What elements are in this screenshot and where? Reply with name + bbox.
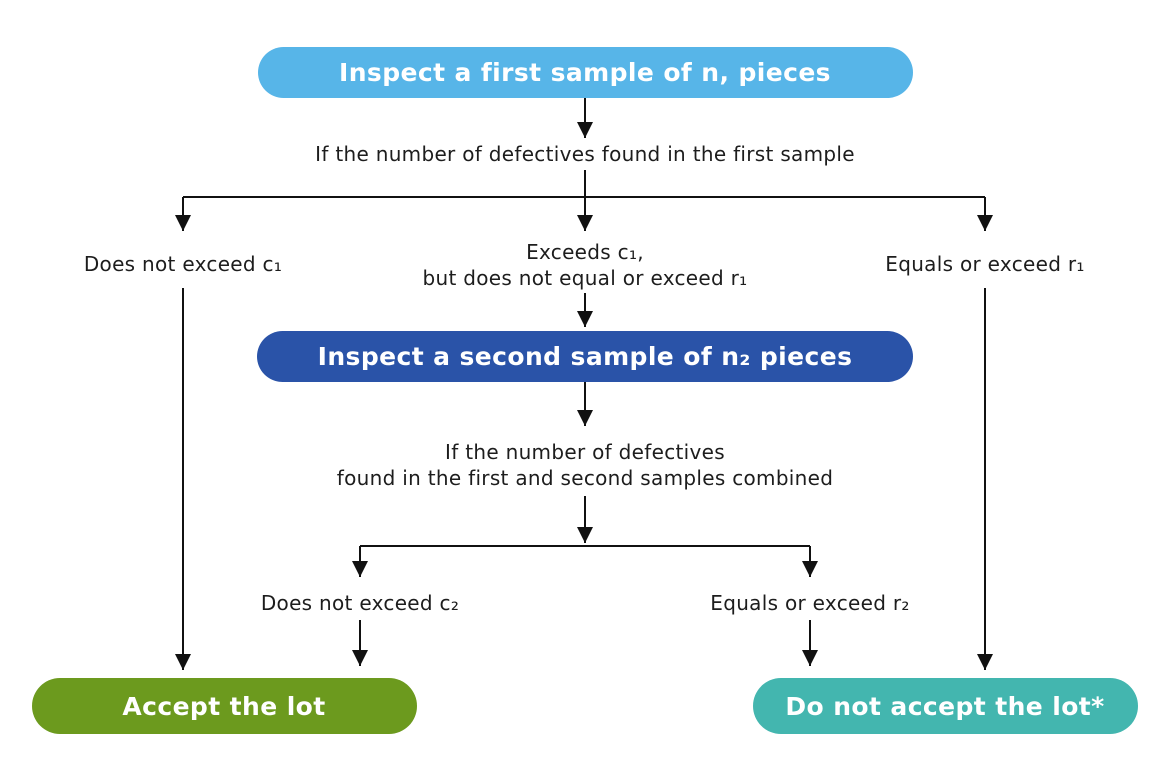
accept-node-label: Accept the lot [122, 692, 325, 721]
first-sample-node [258, 47, 913, 98]
branch1-mid-label-line2: but does not equal or exceed r₁ [423, 266, 748, 290]
branch1-mid-label-line1: Exceeds c₁, [526, 240, 644, 264]
second-sample-node [257, 331, 913, 382]
branch2-right-label: Equals or exceed r₂ [710, 591, 909, 615]
question1-label: If the number of defectives found in the… [315, 142, 855, 166]
branch1-left-label: Does not exceed c₁ [84, 252, 282, 276]
accept-node [32, 678, 417, 734]
reject-node [753, 678, 1138, 734]
second-sample-node-label: Inspect a second sample of n₂ pieces [318, 342, 853, 371]
question2-label-line1: If the number of defectives [445, 440, 725, 464]
reject-node-label: Do not accept the lot* [785, 692, 1104, 721]
branch2-left-label: Does not exceed c₂ [261, 591, 459, 615]
question2-label-line2: found in the first and second samples co… [337, 466, 834, 490]
first-sample-node-label: Inspect a first sample of n, pieces [339, 58, 831, 87]
branch1-right-label: Equals or exceed r₁ [885, 252, 1084, 276]
